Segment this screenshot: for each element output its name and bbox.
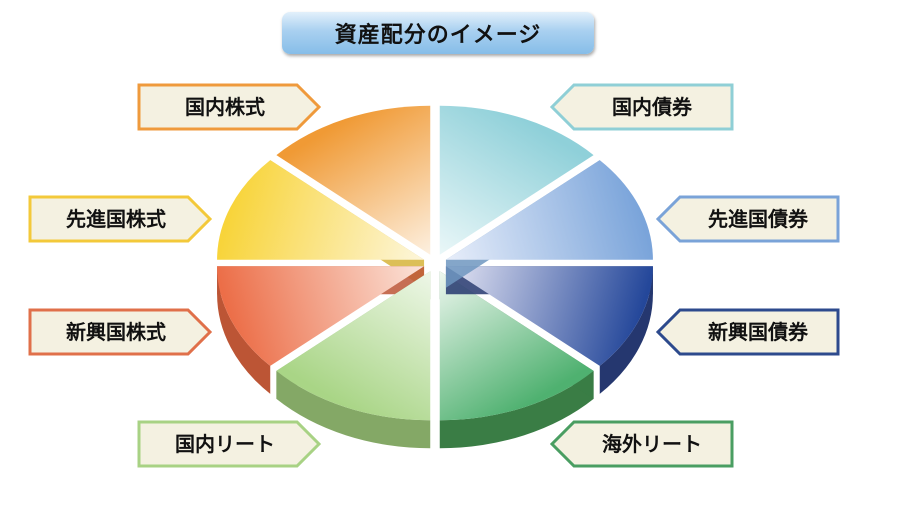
wedge-developed-stocks-top <box>217 160 425 260</box>
label-overseas-reit: 海外リート <box>550 420 734 468</box>
wedge-domestic-stocks-top <box>276 105 431 255</box>
label-developed-stocks: 先進国株式 <box>28 195 212 243</box>
wedge-domestic-reit-side <box>276 370 431 449</box>
label-domestic-bonds: 国内債券 <box>550 83 734 131</box>
wedge-domestic-stocks <box>276 105 431 255</box>
wedge-developed-bonds-top <box>445 160 653 260</box>
label-domestic-reit: 国内リート <box>137 420 321 468</box>
diagram-title: 資産配分のイメージ <box>282 12 594 54</box>
wedge-emerging-bonds-side <box>599 266 653 394</box>
wedge-emerging-bonds <box>445 266 653 394</box>
label-emerging-stocks: 新興国株式 <box>28 308 212 356</box>
label-developed-bonds: 先進国債券 <box>656 195 840 243</box>
wedge-emerging-stocks-side <box>217 266 271 394</box>
wedge-emerging-stocks-top <box>217 266 425 366</box>
wedge-emerging-stocks <box>217 266 425 394</box>
wedge-domestic-bonds-top <box>439 105 594 255</box>
label-emerging-bonds: 新興国債券 <box>656 308 840 356</box>
wedge-developed-bonds <box>445 160 653 288</box>
wedge-overseas-reit-side <box>439 370 594 449</box>
label-domestic-stocks: 国内株式 <box>137 83 321 131</box>
wedge-overseas-reit-top <box>439 271 594 421</box>
wedge-developed-stocks <box>217 160 425 288</box>
wedge-emerging-bonds-top <box>445 266 653 366</box>
wedge-overseas-reit <box>439 271 594 449</box>
wedge-domestic-reit <box>276 271 431 449</box>
wedge-domestic-reit-top <box>276 271 431 421</box>
wedge-domestic-bonds <box>439 105 594 255</box>
